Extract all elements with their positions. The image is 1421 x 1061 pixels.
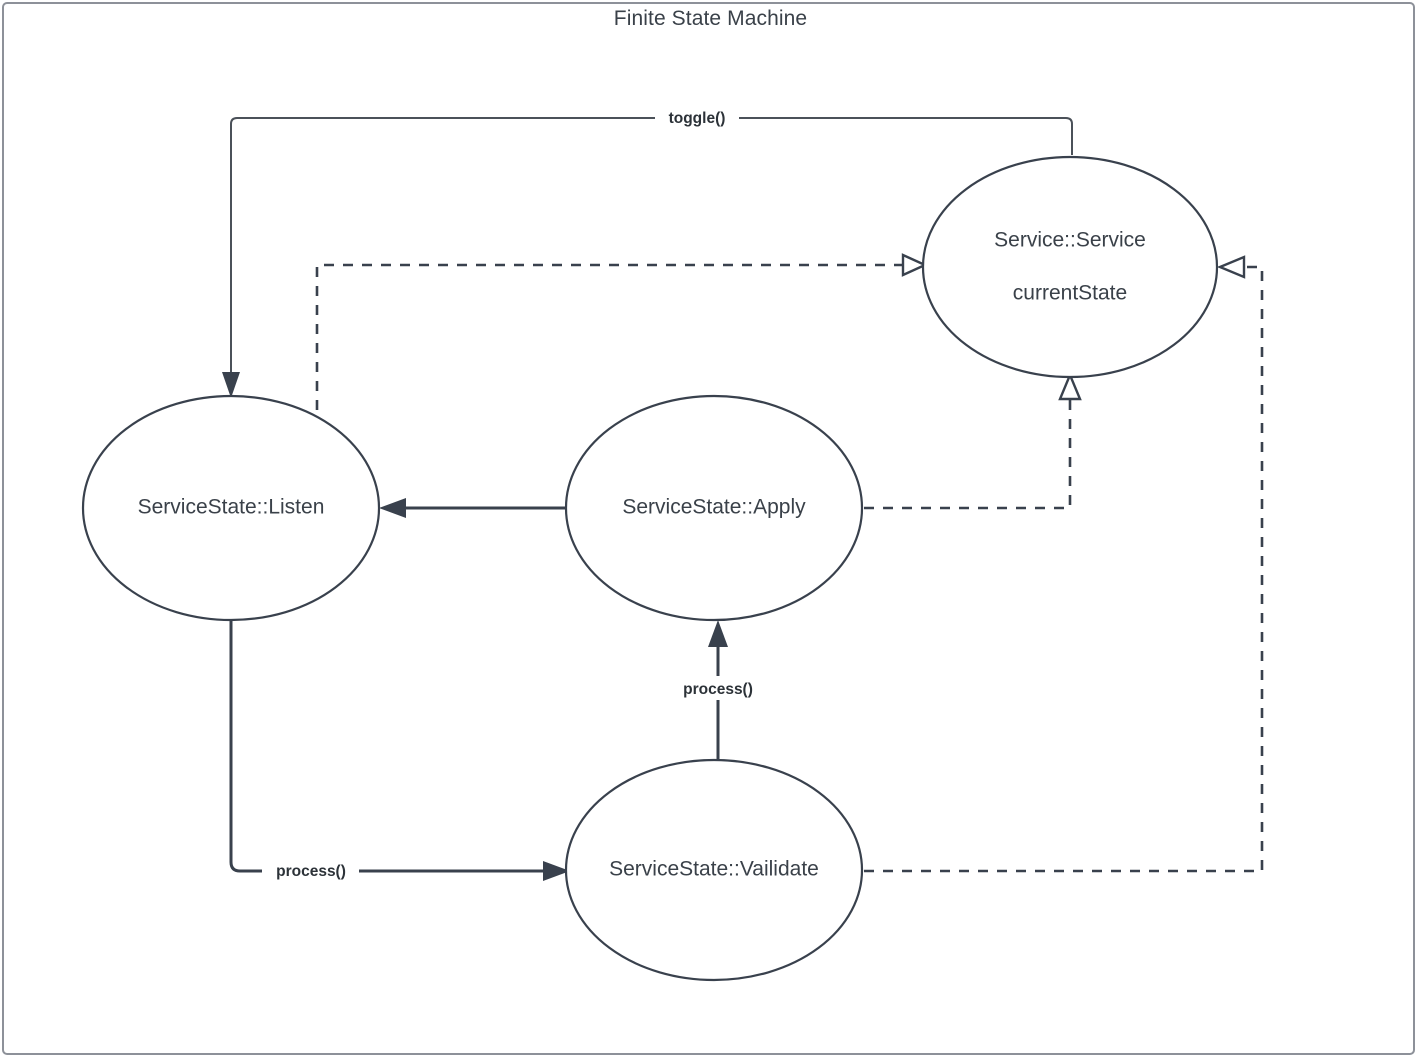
- node-service-ellipse: [921, 155, 1219, 379]
- edge-validate-to-service-path: [864, 265, 1264, 873]
- edge-validate-to-apply[interactable]: process(): [670, 620, 767, 760]
- edge-listen-to-service-path: [315, 263, 905, 410]
- arrowhead-hollow-service-bottom: [1058, 371, 1082, 401]
- edge-apply-to-listen[interactable]: [379, 498, 566, 518]
- node-apply[interactable]: ServiceState::Apply: [564, 394, 864, 622]
- edge-label-backdrop-process-vertical: [670, 676, 767, 700]
- edge-apply-to-service-path: [864, 398, 1072, 510]
- node-apply-ellipse: [564, 394, 864, 622]
- arrowhead-filled-listen-right: [379, 498, 406, 518]
- arrowhead-hollow-service-left: [901, 253, 928, 277]
- edge-apply-to-service[interactable]: [864, 371, 1082, 510]
- arrowhead-filled-listen-top: [222, 372, 240, 398]
- page-title: Finite State Machine: [613, 7, 808, 30]
- edge-label-backdrop-process-horizontal: [262, 858, 359, 882]
- node-service-label-line2: currentState: [1013, 282, 1127, 305]
- edge-validate-to-service[interactable]: [864, 255, 1264, 873]
- node-listen-label: ServiceState::Listen: [138, 496, 325, 519]
- arrowhead-filled-apply-bottom: [708, 620, 728, 647]
- arrowhead-hollow-service-right: [1216, 255, 1246, 279]
- node-validate-label: ServiceState::Vailidate: [609, 858, 819, 881]
- edge-listen-to-service[interactable]: [315, 253, 928, 410]
- edge-label-process-listen-validate: process(): [276, 863, 346, 880]
- edge-service-to-listen[interactable]: toggle(): [222, 107, 1073, 398]
- node-listen-ellipse: [81, 394, 381, 622]
- node-service[interactable]: Service::Service currentState: [921, 155, 1219, 379]
- node-service-label-line1: Service::Service: [994, 229, 1146, 252]
- arrowhead-filled-validate-left: [543, 861, 570, 881]
- node-validate-ellipse: [564, 758, 864, 982]
- edge-label-backdrop-toggle: [655, 107, 739, 129]
- edge-label-toggle: toggle(): [669, 110, 726, 127]
- edge-listen-to-validate-path: [229, 620, 552, 873]
- edge-service-to-listen-path: [230, 117, 1073, 380]
- node-listen[interactable]: ServiceState::Listen: [81, 394, 381, 622]
- edge-listen-to-validate[interactable]: process(): [229, 620, 570, 882]
- node-validate[interactable]: ServiceState::Vailidate: [564, 758, 864, 982]
- node-apply-label: ServiceState::Apply: [622, 496, 806, 519]
- edge-label-process-validate-apply: process(): [683, 681, 753, 698]
